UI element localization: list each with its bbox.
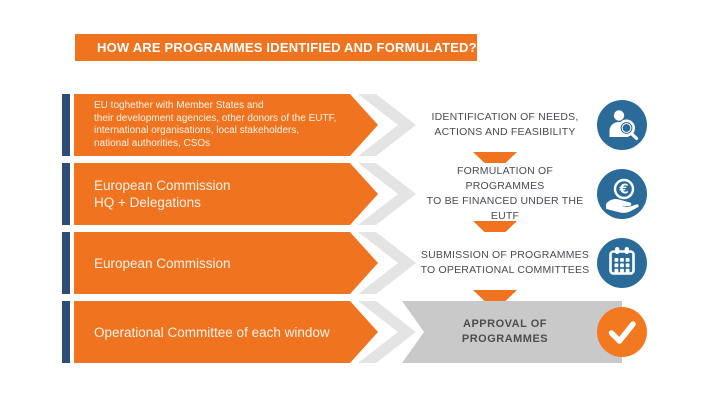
step-panel xyxy=(402,94,622,156)
check-icon xyxy=(597,307,647,357)
flow-row-identification: EU toghether with Member States and thei… xyxy=(0,94,712,156)
flow-row-submission: European Commission SUBMISSION OF PROGRA… xyxy=(0,232,712,294)
source-label: EU toghether with Member States and thei… xyxy=(94,100,337,149)
flow-row-approval: Operational Committee of each window APP… xyxy=(0,301,712,363)
step-label: APPROVAL OF PROGRAMMES xyxy=(461,318,549,345)
flow-row-formulation: European Commission HQ + Delegations FOR… xyxy=(0,163,712,225)
source-arrow: European Commission HQ + Delegations xyxy=(74,163,378,225)
row-accent-bar xyxy=(62,163,70,225)
source-label: European Commission HQ + Delegations xyxy=(94,178,231,210)
source-arrow: Operational Committee of each window xyxy=(74,301,378,363)
source-arrow: European Commission xyxy=(74,232,378,294)
source-arrow: EU toghether with Member States and thei… xyxy=(74,94,378,156)
row-accent-bar xyxy=(62,94,70,156)
step-panel xyxy=(402,301,622,363)
row-accent-bar xyxy=(62,232,70,294)
calendar-icon xyxy=(597,238,647,288)
step-label: IDENTIFICATION OF NEEDS, ACTIONS AND FEA… xyxy=(431,111,579,138)
step-panel xyxy=(402,232,622,294)
source-label: Operational Committee of each window xyxy=(94,324,330,340)
step-panel xyxy=(402,163,622,225)
person-search-icon xyxy=(597,100,647,150)
step-label: FORMULATION OF PROGRAMMES TO BE FINANCED… xyxy=(426,165,584,222)
source-label: European Commission xyxy=(94,255,231,271)
title-banner: HOW ARE PROGRAMMES IDENTIFIED AND FORMUL… xyxy=(75,34,477,61)
step-label: SUBMISSION OF PROGRAMMES TO OPERATIONAL … xyxy=(420,249,590,276)
page-title: HOW ARE PROGRAMMES IDENTIFIED AND FORMUL… xyxy=(97,40,477,55)
row-accent-bar xyxy=(62,301,70,363)
svg-text:€: € xyxy=(618,183,628,198)
euro-hand-icon: € xyxy=(597,169,647,219)
